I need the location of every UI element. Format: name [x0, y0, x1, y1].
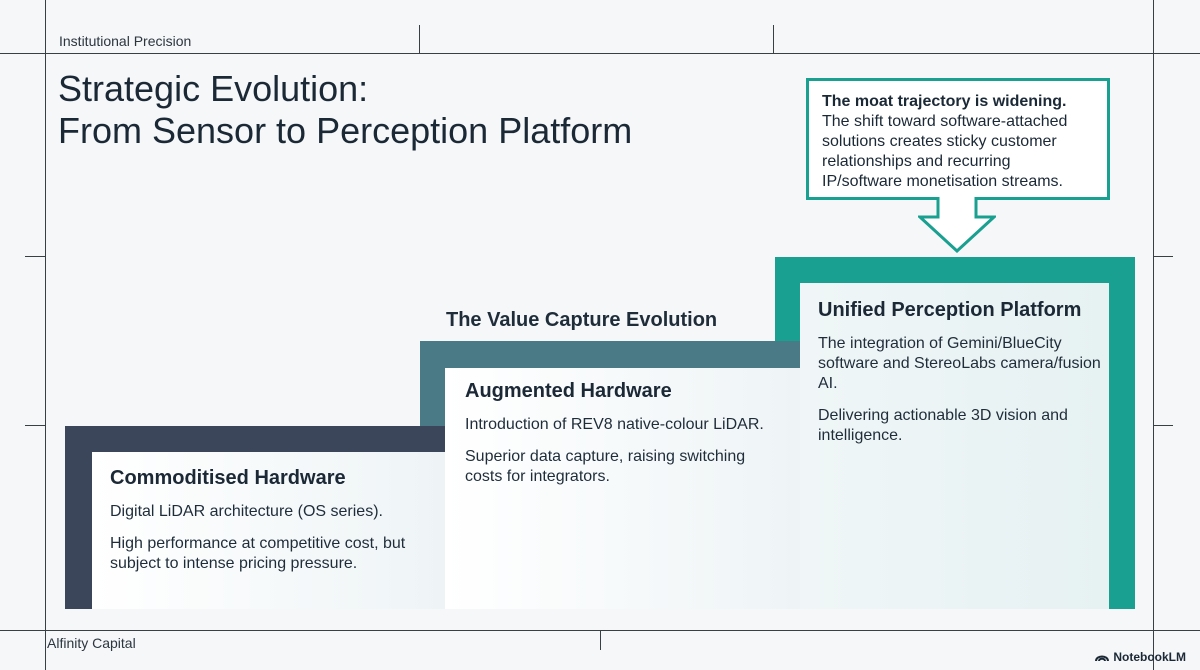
frame-tick-bottom	[600, 630, 601, 650]
step-point: Digital LiDAR architecture (OS series).	[110, 503, 383, 520]
moat-callout: The moat trajectory is widening. The shi…	[806, 78, 1110, 200]
step-title: Unified Perception Platform	[818, 299, 1082, 321]
frame-tick-right-1	[1153, 256, 1173, 257]
footer-label: Alfinity Capital	[47, 635, 136, 651]
step-augmented-hardware: Augmented Hardware Introduction of REV8 …	[465, 379, 775, 487]
frame-tick-right-2	[1153, 425, 1173, 426]
step-2-frame	[420, 341, 800, 426]
step-commoditised-hardware: Commoditised Hardware Digital LiDAR arch…	[110, 466, 440, 574]
step-title: Commoditised Hardware	[110, 467, 346, 489]
frame-tick-left-1	[25, 256, 45, 257]
step-2-panel	[445, 368, 800, 609]
frame-line-right	[1153, 0, 1154, 670]
page-title-line-2: From Sensor to Perception Platform	[58, 110, 633, 151]
step-title: Augmented Hardware	[465, 380, 672, 402]
step-3-panel	[800, 283, 1109, 609]
page-title: Strategic Evolution: From Sensor to Perc…	[58, 68, 632, 152]
frame-tick-top-1	[419, 25, 420, 53]
page-title-line-1: Strategic Evolution:	[58, 68, 369, 109]
callout-body: The shift toward software-attached solut…	[822, 113, 1068, 190]
frame-tick-top-2	[773, 25, 774, 53]
step-1-frame	[65, 426, 445, 609]
step-point: High performance at competitive cost, bu…	[110, 535, 406, 572]
notebooklm-logo-icon	[1095, 655, 1110, 662]
step-unified-perception-platform: Unified Perception Platform The integrat…	[818, 298, 1108, 446]
callout-heading: The moat trajectory is widening.	[822, 93, 1067, 110]
step-point: Superior data capture, raising switching…	[465, 448, 746, 485]
step-point: The integration of Gemini/BlueCity softw…	[818, 335, 1101, 392]
header-label: Institutional Precision	[59, 33, 192, 49]
down-arrow-icon	[918, 197, 996, 253]
brand-watermark: NotebookLM	[1095, 650, 1186, 664]
step-1-panel	[92, 452, 445, 609]
frame-line-top	[0, 53, 1200, 54]
step-point: Delivering actionable 3D vision and inte…	[818, 407, 1068, 444]
section-label: The Value Capture Evolution	[446, 309, 718, 331]
step-point: Introduction of REV8 native-colour LiDAR…	[465, 416, 764, 433]
frame-tick-left-2	[25, 425, 45, 426]
frame-line-left	[45, 0, 46, 670]
brand-label: NotebookLM	[1113, 650, 1186, 664]
